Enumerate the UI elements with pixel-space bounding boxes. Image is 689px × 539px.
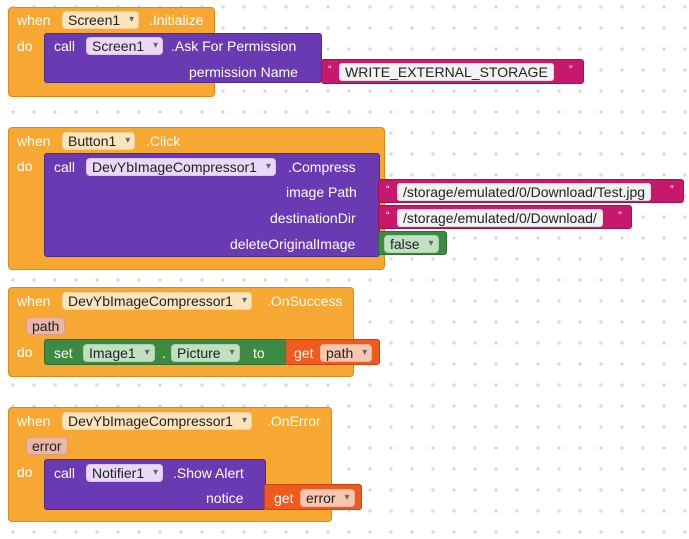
quote-close-icon: ” (569, 64, 573, 76)
permission-name-param-label: permission Name (189, 64, 298, 80)
compress-method-label: .Compress (288, 159, 356, 175)
dot-separator: . (162, 345, 166, 361)
quote-open-icon: “ (386, 184, 390, 196)
destination-dir-text-field[interactable]: /storage/emulated/0/Download/ (397, 209, 603, 227)
false-boolean-block[interactable]: false (378, 231, 447, 255)
click-event-label: .Click (146, 133, 181, 149)
when-label: when (17, 12, 51, 28)
quote-open-icon: “ (328, 64, 332, 76)
button1-component-dropdown[interactable]: Button1 (62, 132, 136, 150)
ask-for-permission-method-label: .Ask For Permission (171, 38, 297, 54)
destination-dir-text-block[interactable]: “ /storage/emulated/0/Download/ ” (378, 205, 632, 229)
quote-close-icon: ” (618, 210, 622, 222)
screen1-component-dropdown[interactable]: Screen1 (62, 11, 140, 29)
get-label: get (294, 345, 314, 361)
path-variable-dropdown[interactable]: path (320, 344, 373, 362)
picture-property-dropdown[interactable]: Picture (171, 344, 240, 362)
when-label: when (17, 293, 51, 309)
onsuccess-event-label: .OnSuccess (267, 293, 343, 309)
error-param-chip[interactable]: error (26, 437, 68, 455)
do-label: do (17, 464, 33, 480)
when-label: when (17, 133, 51, 149)
to-label: to (253, 345, 265, 361)
do-label: do (17, 38, 33, 54)
do-label: do (17, 344, 33, 360)
error-variable-dropdown[interactable]: error (300, 489, 355, 507)
devybimagecompressor1-component-dropdown[interactable]: DevYbImageCompressor1 (62, 292, 252, 310)
image1-component-dropdown[interactable]: Image1 (83, 344, 155, 362)
notifier1-call-component-dropdown[interactable]: Notifier1 (86, 464, 164, 482)
get-error-block[interactable]: get error (264, 484, 362, 510)
show-alert-method-label: .Show Alert (173, 465, 244, 481)
do-label: do (17, 158, 33, 174)
compress-call-block[interactable]: call DevYbImageCompressor1 .Compress ima… (44, 153, 380, 257)
call-label: call (54, 38, 76, 54)
permission-text-field[interactable]: WRITE_EXTERNAL_STORAGE (339, 63, 554, 81)
image-path-text-field[interactable]: /storage/emulated/0/Download/Test.jpg (397, 183, 652, 201)
notice-param-label: notice (206, 490, 244, 506)
quote-open-icon: “ (386, 210, 390, 222)
screen1-call-component-dropdown[interactable]: Screen1 (86, 37, 164, 55)
ask-for-permission-call-block[interactable]: call Screen1 .Ask For Permission permiss… (44, 33, 322, 83)
quote-close-icon: ” (670, 184, 674, 196)
image-path-param-label: image Path (286, 184, 357, 200)
get-path-block[interactable]: get path (285, 339, 380, 365)
initialize-event-label: .Initialize (149, 12, 204, 28)
permission-text-block[interactable]: “ WRITE_EXTERNAL_STORAGE ” (321, 59, 584, 84)
onerror-event-label: .OnError (267, 413, 321, 429)
set-label: set (54, 345, 73, 361)
path-param-chip[interactable]: path (26, 317, 66, 335)
set-image1-picture-block[interactable]: set Image1 . Picture to (44, 339, 288, 365)
destination-dir-param-label: destinationDir (270, 210, 356, 226)
show-alert-call-block[interactable]: call Notifier1 .Show Alert notice (44, 459, 266, 510)
call-label: call (54, 159, 76, 175)
devybimagecompressor1-call-component-dropdown[interactable]: DevYbImageCompressor1 (86, 158, 276, 176)
boolean-value-dropdown[interactable]: false (384, 235, 439, 253)
get-label: get (274, 490, 294, 506)
call-label: call (54, 465, 76, 481)
when-label: when (17, 413, 51, 429)
devybimagecompressor1-component-dropdown[interactable]: DevYbImageCompressor1 (62, 412, 252, 430)
image-path-text-block[interactable]: “ /storage/emulated/0/Download/Test.jpg … (378, 179, 684, 203)
delete-original-image-param-label: deleteOriginalImage (230, 236, 356, 252)
